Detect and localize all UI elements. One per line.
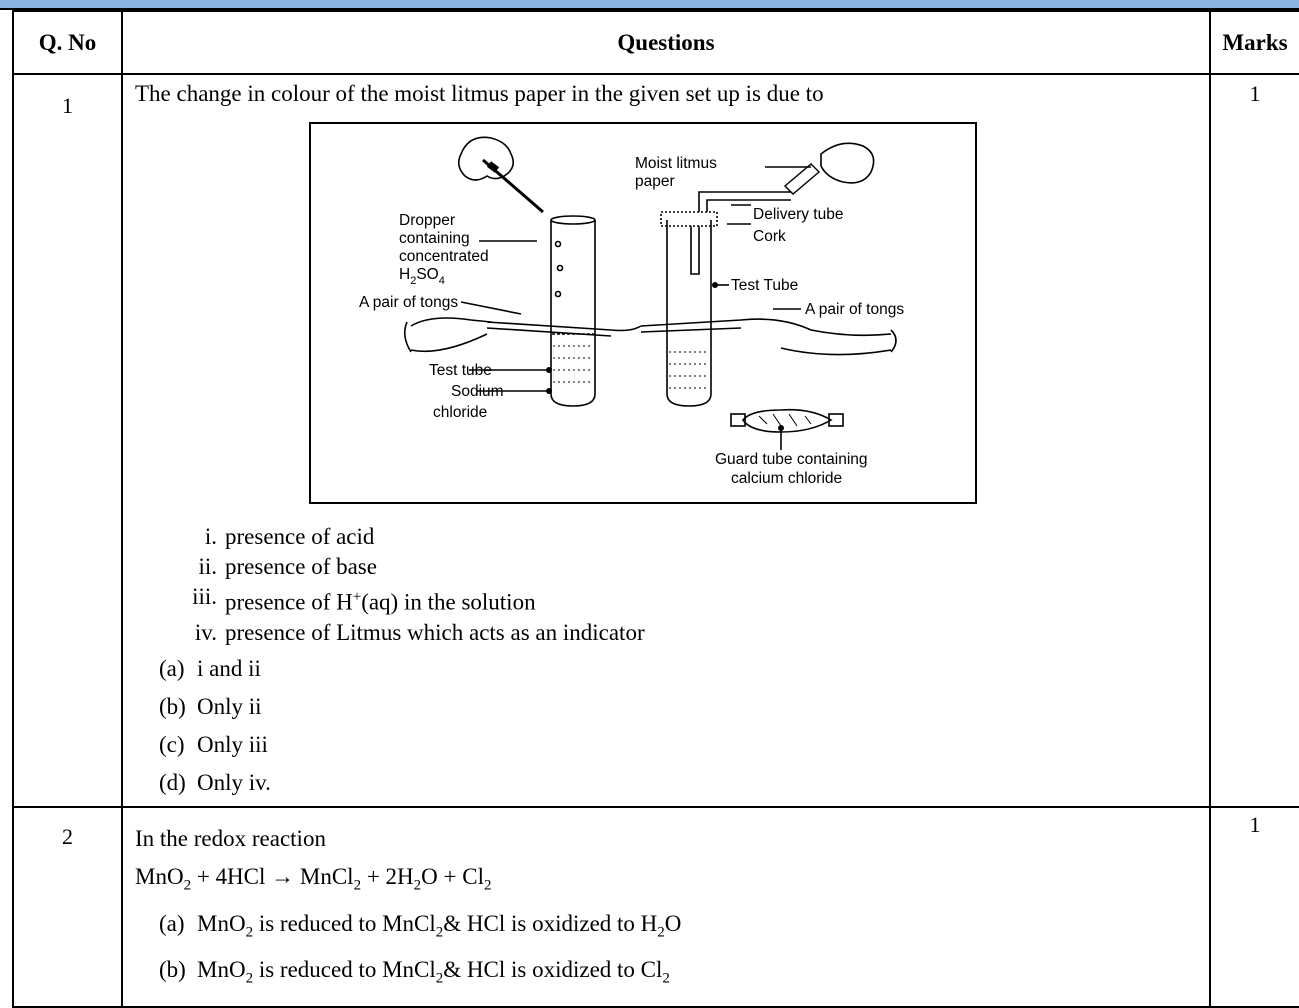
label-tongs-right: A pair of tongs [805, 301, 904, 318]
label-paper: paper [635, 173, 675, 190]
answer-choices: (a)i and ii (b)Only ii (c)Only iii (d)On… [123, 650, 1209, 802]
question-number: 1 [12, 73, 123, 808]
label-tongs-left: A pair of tongs [359, 294, 458, 311]
apparatus-diagram: Dropper containing concentrated H2SO4 A … [309, 122, 977, 504]
question-marks: 1 [1209, 73, 1299, 808]
choice-a: (a)i and ii [159, 655, 261, 681]
label-containing: containing [399, 230, 470, 247]
section-header-banner [0, 0, 1299, 10]
answer-choices: (a)MnO2 is reduced to MnCl2& HCl is oxid… [123, 905, 1209, 998]
question-body: In the redox reaction MnO2 + 4HCl → MnCl… [121, 806, 1211, 1008]
label-delivery-tube: Delivery tube [753, 206, 843, 223]
label-concentrated: concentrated [399, 248, 489, 265]
label-chloride: chloride [433, 404, 487, 421]
column-header-questions: Questions [121, 10, 1211, 75]
label-guard-tube-1: Guard tube containing [715, 451, 868, 468]
label-cork: Cork [753, 228, 786, 245]
choice-d: (d)Only iv. [159, 769, 271, 795]
list-item: i.presence of acid [204, 524, 375, 549]
label-guard-tube-2: calcium chloride [731, 470, 842, 487]
column-header-qno: Q. No [12, 10, 123, 75]
label-test-tube-right: Test Tube [731, 277, 798, 294]
list-item: ii.presence of base [198, 554, 377, 579]
choice-c: (c)Only iii [159, 731, 268, 757]
label-h2so4: H2SO4 [399, 266, 445, 287]
statement-list: i.presence of acid ii.presence of base i… [123, 522, 1209, 648]
apparatus-drawing: Dropper containing concentrated H2SO4 A … [359, 136, 904, 487]
question-marks: 1 [1209, 806, 1299, 1008]
list-item: iv.presence of Litmus which acts as an i… [194, 619, 645, 645]
question-row-1: 1 The change in colour of the moist litm… [12, 73, 1299, 808]
choice-b: (b)Only ii [159, 693, 262, 719]
label-sodium: Sodium [451, 383, 504, 400]
column-header-marks: Marks [1209, 10, 1299, 75]
table-header-row: Q. No Questions Marks [12, 10, 1299, 75]
list-item: iii.presence of H+(aq) in the solution [192, 584, 536, 615]
question-table: Q. No Questions Marks 1 The change in co… [12, 10, 1299, 1008]
choice-a: (a)MnO2 is reduced to MnCl2& HCl is oxid… [159, 910, 682, 941]
question-number: 2 [12, 806, 123, 1008]
choice-b: (b)MnO2 is reduced to MnCl2& HCl is oxid… [159, 957, 670, 987]
label-moist-litmus: Moist litmus [635, 155, 717, 172]
question-stem: In the redox reaction [135, 826, 326, 851]
question-stem: The change in colour of the moist litmus… [135, 81, 824, 106]
reaction-equation: MnO2 + 4HCl → MnCl2 + 2H2O + Cl2 [135, 864, 492, 894]
question-row-2: 2 In the redox reaction MnO2 + 4HCl → Mn… [12, 806, 1299, 1008]
label-test-tube-left: Test tube [429, 362, 492, 379]
question-body: The change in colour of the moist litmus… [121, 73, 1211, 808]
label-dropper: Dropper [399, 212, 455, 229]
